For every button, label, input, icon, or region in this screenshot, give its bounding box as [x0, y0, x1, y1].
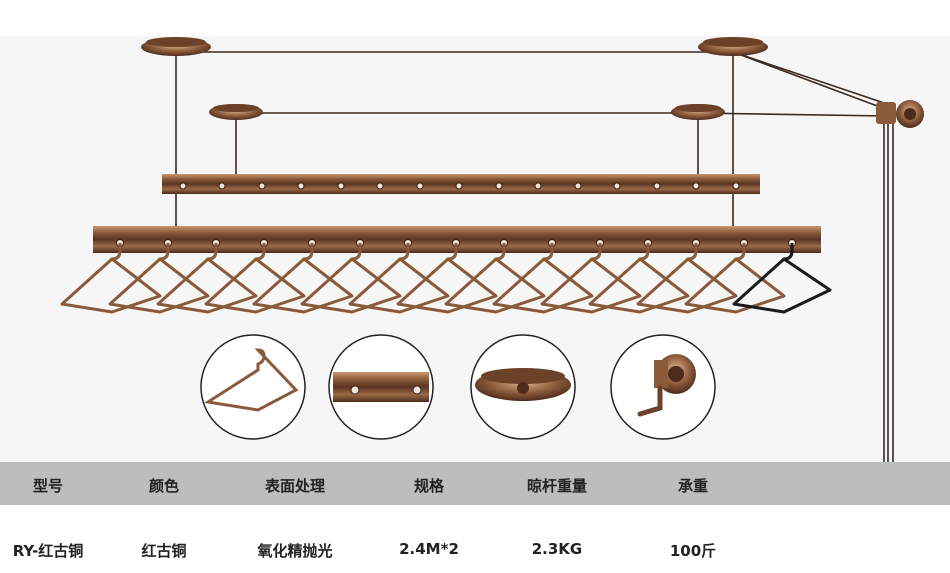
- detail-rail-icon: [328, 334, 434, 440]
- hangers: [60, 243, 832, 314]
- spec-value-finish: 氧化精抛光: [257, 542, 333, 560]
- spec-value-color: 红古铜: [141, 542, 187, 560]
- ceiling-mount-right-small: [671, 104, 725, 120]
- spec-header-row: 型号 颜色 表面处理 规格 晾杆重量 承重: [0, 462, 950, 505]
- spec-table: 型号 颜色 表面处理 规格 晾杆重量 承重 RY-红古铜 红古铜 氧化精抛光 2…: [0, 462, 950, 573]
- hanger: [444, 243, 546, 314]
- detail-crank-icon: [610, 334, 716, 440]
- hanger: [540, 243, 642, 314]
- hanger: [396, 243, 498, 314]
- hanger: [684, 243, 786, 314]
- spec-header-finish: 表面处理: [264, 477, 325, 495]
- hanger: [204, 243, 306, 314]
- rear-rail: [162, 174, 760, 194]
- hanger: [108, 243, 210, 314]
- hanger: [348, 243, 450, 314]
- spec-value-row: RY-红古铜 红古铜 氧化精抛光 2.4M*2 2.3KG 100斤: [0, 505, 950, 573]
- spec-header-weight: 晾杆重量: [526, 477, 587, 495]
- hanger: [636, 243, 738, 314]
- spec-value-model: RY-红古铜: [12, 542, 84, 560]
- spec-header-load: 承重: [677, 477, 708, 495]
- hanger: [588, 243, 690, 314]
- spec-header-size: 规格: [413, 477, 444, 495]
- ceiling-mount-left-large: [141, 37, 211, 56]
- hanger: [156, 243, 258, 314]
- hanger: [492, 243, 594, 314]
- detail-hanger-icon: [200, 334, 306, 440]
- cables: [175, 51, 894, 490]
- spec-header-model: 型号: [32, 477, 63, 495]
- spec-value-size: 2.4M*2: [399, 540, 459, 558]
- detail-ceiling-mount-icon: [470, 334, 576, 440]
- hanger-black: [732, 243, 832, 314]
- hanger: [60, 243, 162, 314]
- ceiling-mount-right-large: [698, 37, 768, 56]
- spec-value-weight: 2.3KG: [531, 540, 583, 558]
- spec-header-color: 颜色: [148, 477, 179, 495]
- hanger: [300, 243, 402, 314]
- top-band: [0, 0, 950, 36]
- corner-pulley: [876, 100, 924, 128]
- spec-value-load: 100斤: [669, 542, 717, 560]
- hanger: [252, 243, 354, 314]
- ceiling-mount-left-small: [209, 104, 263, 120]
